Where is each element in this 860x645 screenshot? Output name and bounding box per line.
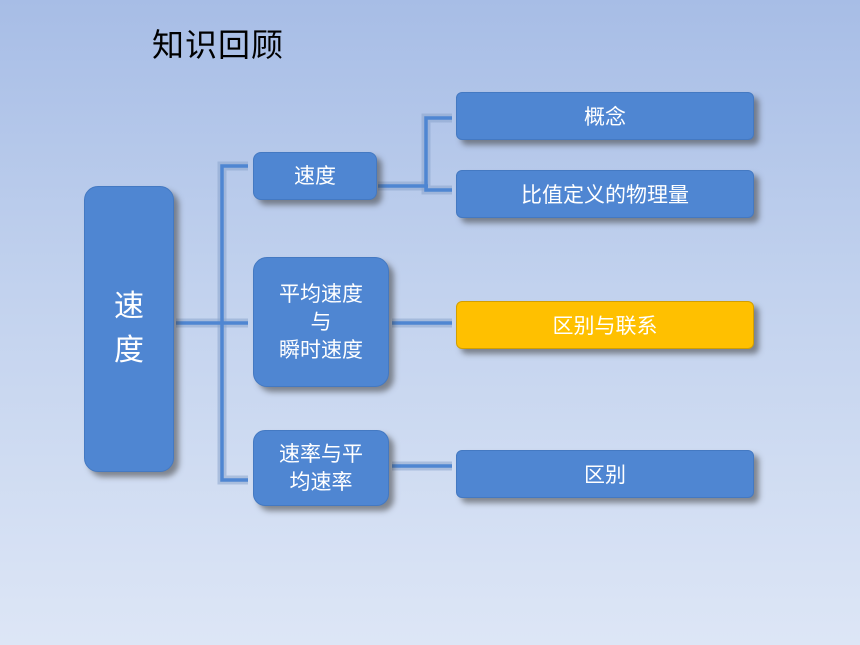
- slide-title: 知识回顾: [152, 26, 285, 64]
- leaf-node-ratio-defined-quantity: 比值定义的物理量: [456, 170, 754, 218]
- leaf-node-concept: 概念: [456, 92, 754, 140]
- root-node-speed: 速 度: [84, 186, 174, 472]
- leaf-node-difference-and-relation: 区别与联系: [456, 301, 754, 349]
- branch-node-label-line-1: 速率与平: [279, 442, 363, 466]
- branch-node-speed: 速度: [253, 152, 377, 200]
- leaf-node-label: 区别与联系: [552, 314, 658, 338]
- leaf-node-label: 概念: [584, 105, 626, 129]
- branch-node-rate-average-rate: 速率与平 均速率: [253, 430, 389, 506]
- branch-node-label-line-1: 平均速度: [279, 282, 363, 306]
- branch-node-label: 速度: [294, 164, 336, 188]
- speed-leaf-bracket: [424, 116, 452, 192]
- leaf-node-label: 区别: [584, 463, 626, 487]
- leaf-node-difference: 区别: [456, 450, 754, 498]
- leaf-node-label: 比值定义的物理量: [521, 183, 689, 207]
- branch-node-label-line-3: 瞬时速度: [279, 338, 363, 362]
- root-node-line-1: 速: [114, 289, 144, 324]
- branch-node-average-instant-speed: 平均速度 与 瞬时速度: [253, 257, 389, 387]
- root-node-line-2: 度: [114, 333, 144, 368]
- branch-bracket: [220, 164, 248, 482]
- branch-node-label-line-2: 与: [310, 310, 332, 334]
- branch-node-label-line-2: 均速率: [289, 470, 353, 494]
